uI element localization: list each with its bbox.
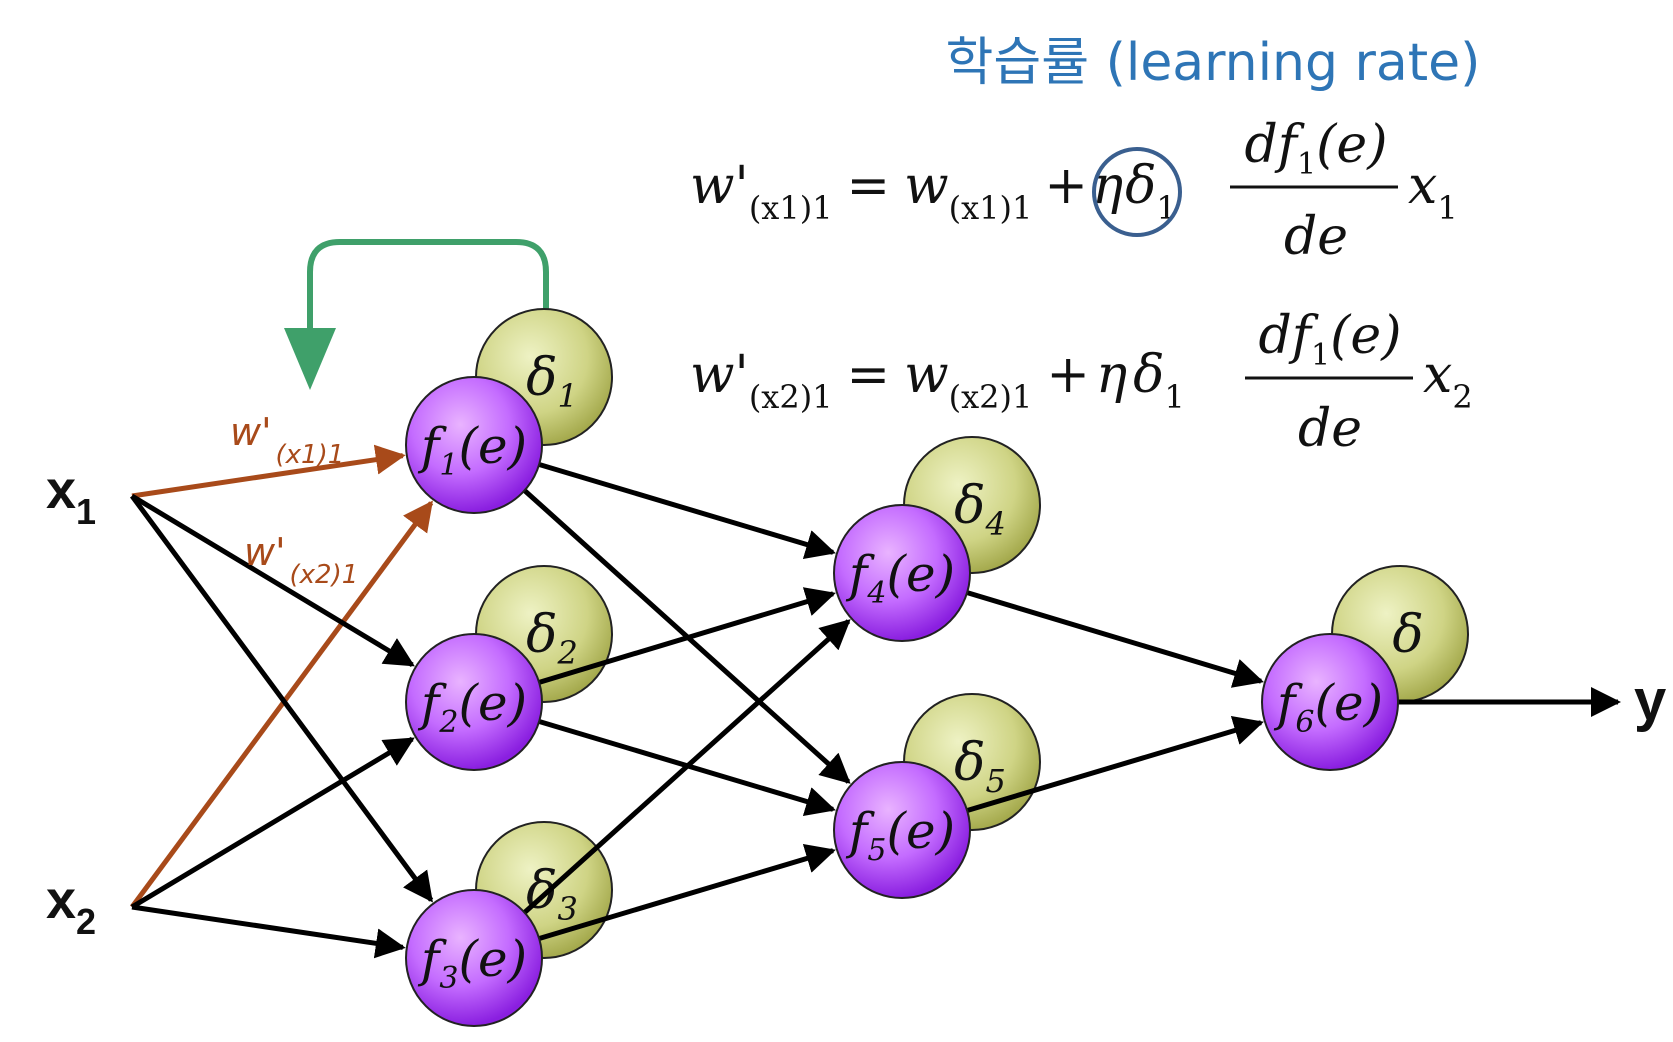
neuron-f5: f5(e)	[833, 761, 971, 899]
eq1-lhs: w'	[690, 156, 749, 216]
edge-f2-f5	[532, 717, 836, 817]
svg-text:w'(x1)1=w(x1)1+ηδ1: w'(x1)1=w(x1)1+ηδ1	[690, 156, 1177, 227]
learning-rate-caption: 학습률 (learning rate)	[946, 33, 1481, 93]
edge-f5-f6	[960, 715, 1264, 815]
edge-f2-f4	[532, 587, 836, 687]
edge-f3-f5	[532, 843, 836, 943]
svg-text:df1(e): df1(e)	[1245, 115, 1388, 182]
weight-label-x2: w'(x2)1	[244, 530, 358, 590]
input-x1-label: x1	[46, 460, 96, 532]
delta-label-f2: δ2	[526, 605, 578, 672]
edge-f4-f6	[960, 588, 1264, 688]
eta-highlight-circle	[1092, 147, 1182, 237]
delta-label-f4: δ4	[954, 476, 1006, 543]
edge-x1-f1	[131, 444, 406, 499]
neuron-f2: f2(e)	[405, 633, 543, 771]
delta-label-f6: δ	[1392, 605, 1423, 665]
update-equation-1: w'(x1)1=w(x1)1+ηδ1 df1(e) de x1	[690, 115, 1458, 267]
weight-label-x1: w'(x1)1	[230, 410, 344, 470]
neuron-f3: f3(e)	[405, 889, 543, 1027]
neuron-label-f5: f5(e)	[845, 802, 955, 868]
input-x2-label: x2	[46, 870, 96, 942]
edge-f1-f4	[532, 460, 836, 560]
edge-f1-f5	[518, 484, 851, 784]
svg-text:x1: x1	[1408, 156, 1458, 227]
delta-label-f3: δ3	[526, 861, 578, 928]
neuron-f6: f6(e)	[1261, 633, 1399, 771]
svg-text:de: de	[1298, 399, 1362, 459]
edge-x2-f1	[129, 500, 434, 909]
output-y-label: y	[1634, 668, 1666, 733]
svg-text:df1(e): df1(e)	[1259, 306, 1402, 373]
neuron-label-f4: f4(e)	[845, 545, 955, 611]
neuron-label-f1: f1(e)	[417, 417, 527, 483]
delta-label-f5: δ5	[954, 733, 1006, 800]
edge-f3-f4	[518, 619, 851, 919]
neuron-f1: f1(e)	[405, 376, 543, 514]
edge-x1-f3	[129, 494, 434, 903]
delta-label-f1: δ1	[526, 348, 578, 415]
edge-x1-f2	[130, 493, 415, 667]
neuron-label-f2: f2(e)	[417, 674, 527, 740]
edge-x2-f2	[130, 736, 415, 910]
neuron-label-f6: f6(e)	[1273, 674, 1383, 740]
svg-text:w'(x2)1=w(x2)1+ηδ1: w'(x2)1=w(x2)1+ηδ1	[690, 345, 1185, 416]
svg-text:x2: x2	[1423, 345, 1473, 416]
edge-x2-f3	[131, 904, 406, 959]
neuron-f4: f4(e)	[833, 504, 971, 642]
feedback-arrow	[284, 239, 549, 390]
neuron-label-f3: f3(e)	[417, 930, 527, 996]
svg-text:de: de	[1284, 207, 1348, 267]
